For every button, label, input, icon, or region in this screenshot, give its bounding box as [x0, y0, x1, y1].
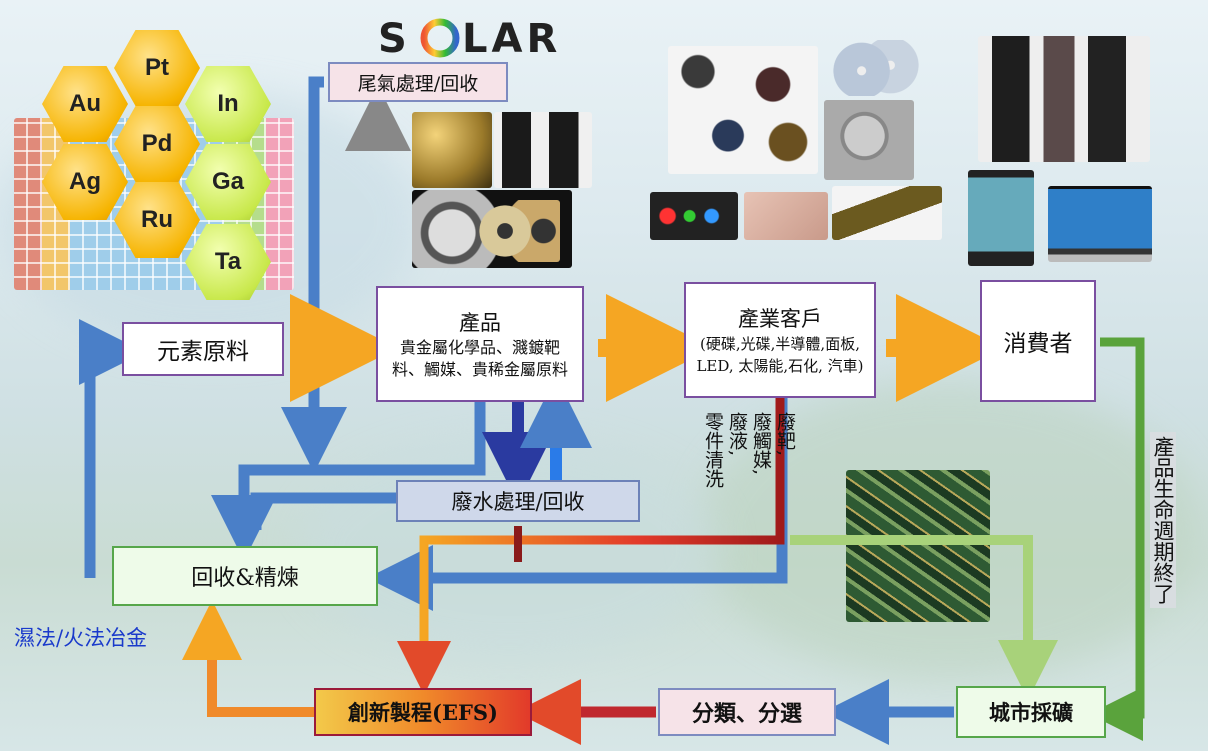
recycle-refine-box: 回收&精煉 — [112, 546, 378, 606]
lifecycle-label: 產品生命週期終了 — [1150, 432, 1176, 608]
target-discs-image — [450, 200, 560, 262]
svg-text:LAR: LAR — [462, 16, 558, 58]
chemical-bottles-image — [494, 112, 592, 188]
exhaust-recycle-box: 尾氣處理/回收 — [328, 62, 508, 102]
optical-discs-image — [828, 40, 924, 96]
raw-materials-box: 元素原料 — [122, 322, 284, 376]
led-image — [650, 192, 738, 240]
sorting-box: 分類、分選 — [658, 688, 836, 736]
industry-customers-box: 產業客戶 (硬碟,光碟,半導體,面板, LED, 太陽能,石化, 汽車) — [684, 282, 876, 398]
efs-process-box: 創新製程(EFS) — [314, 688, 532, 736]
svg-text:S: S — [378, 16, 413, 58]
consumer-box: 消費者 — [980, 280, 1096, 402]
product-description: 貴金屬化學品、濺鍍靶料、觸媒、貴稀金屬原料 — [391, 338, 568, 379]
hard-disk-image — [824, 100, 914, 180]
flex-circuit-image — [832, 186, 942, 240]
gold-pellets-image — [412, 112, 492, 188]
industry-description: (硬碟,光碟,半導體,面板, LED, 太陽能,石化, 汽車) — [696, 335, 864, 375]
waste-label-col1: 廢靶, — [774, 412, 796, 457]
waste-label: 廢靶, 廢觸媒, 廢液, 零件清洗 — [702, 412, 796, 488]
wafers-image — [744, 192, 828, 240]
mobile-phones-image — [978, 36, 1150, 162]
product-box: 產品 貴金屬化學品、濺鍍靶料、觸媒、貴稀金屬原料 — [376, 286, 584, 402]
wastewater-recycle-box: 廢水處理/回收 — [396, 480, 640, 522]
solar-logo: S LAR — [378, 14, 558, 62]
chips-image — [668, 46, 818, 174]
waste-label-col2: 廢觸媒, — [750, 412, 772, 476]
monitor-image — [1048, 186, 1152, 262]
smartphone-image — [968, 170, 1034, 266]
metallurgy-label: 濕法/火法冶金 — [14, 626, 148, 650]
element-hex-ag: Ag — [42, 144, 128, 220]
waste-label-col3: 廢液, — [726, 412, 748, 457]
product-title: 產品 — [459, 311, 501, 335]
waste-label-col4: 零件清洗 — [702, 412, 724, 488]
industry-title: 產業客戶 — [738, 307, 822, 331]
urban-mining-box: 城市採礦 — [956, 686, 1106, 738]
circuit-boards-image — [846, 470, 990, 622]
